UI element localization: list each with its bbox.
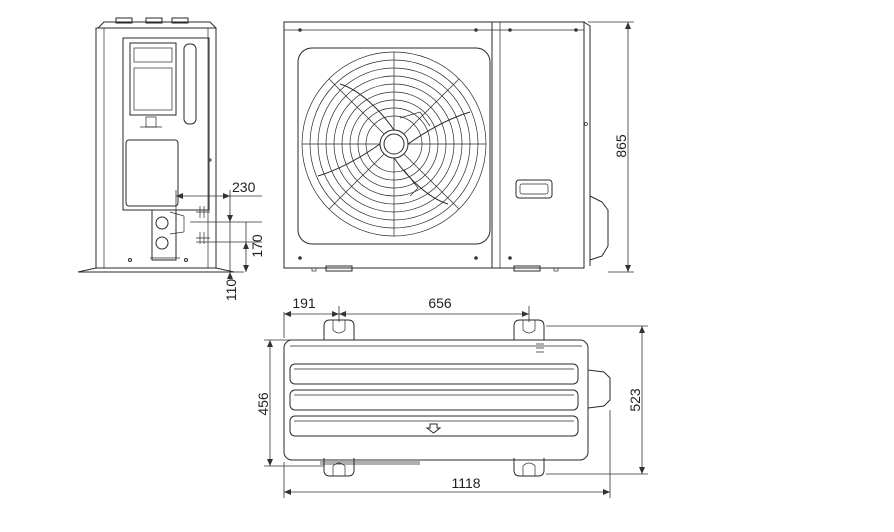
dim-depth-total: 523 xyxy=(627,388,643,412)
dim-depth-feet: 456 xyxy=(255,392,271,416)
dim-pipe-offset: 230 xyxy=(232,179,256,195)
fan-grille-icon xyxy=(301,51,487,237)
dim-pipe-height-lower: 110 xyxy=(223,279,239,302)
side-view xyxy=(77,17,235,273)
top-dimensions: 191 656 456 523 1118 xyxy=(255,295,648,498)
dim-height: 865 xyxy=(613,134,629,158)
dim-pipe-height-upper: 170 xyxy=(249,234,265,258)
side-dimensions: 230 170 110 xyxy=(175,179,265,302)
dim-foot-spacing: 656 xyxy=(428,295,452,311)
top-view xyxy=(283,319,611,477)
height-dimension: 865 xyxy=(588,21,634,273)
direction-arrow-icon xyxy=(425,423,442,434)
front-view xyxy=(283,21,609,272)
dim-total-width: 1118 xyxy=(451,475,480,491)
dim-foot-left-offset: 191 xyxy=(292,295,316,311)
